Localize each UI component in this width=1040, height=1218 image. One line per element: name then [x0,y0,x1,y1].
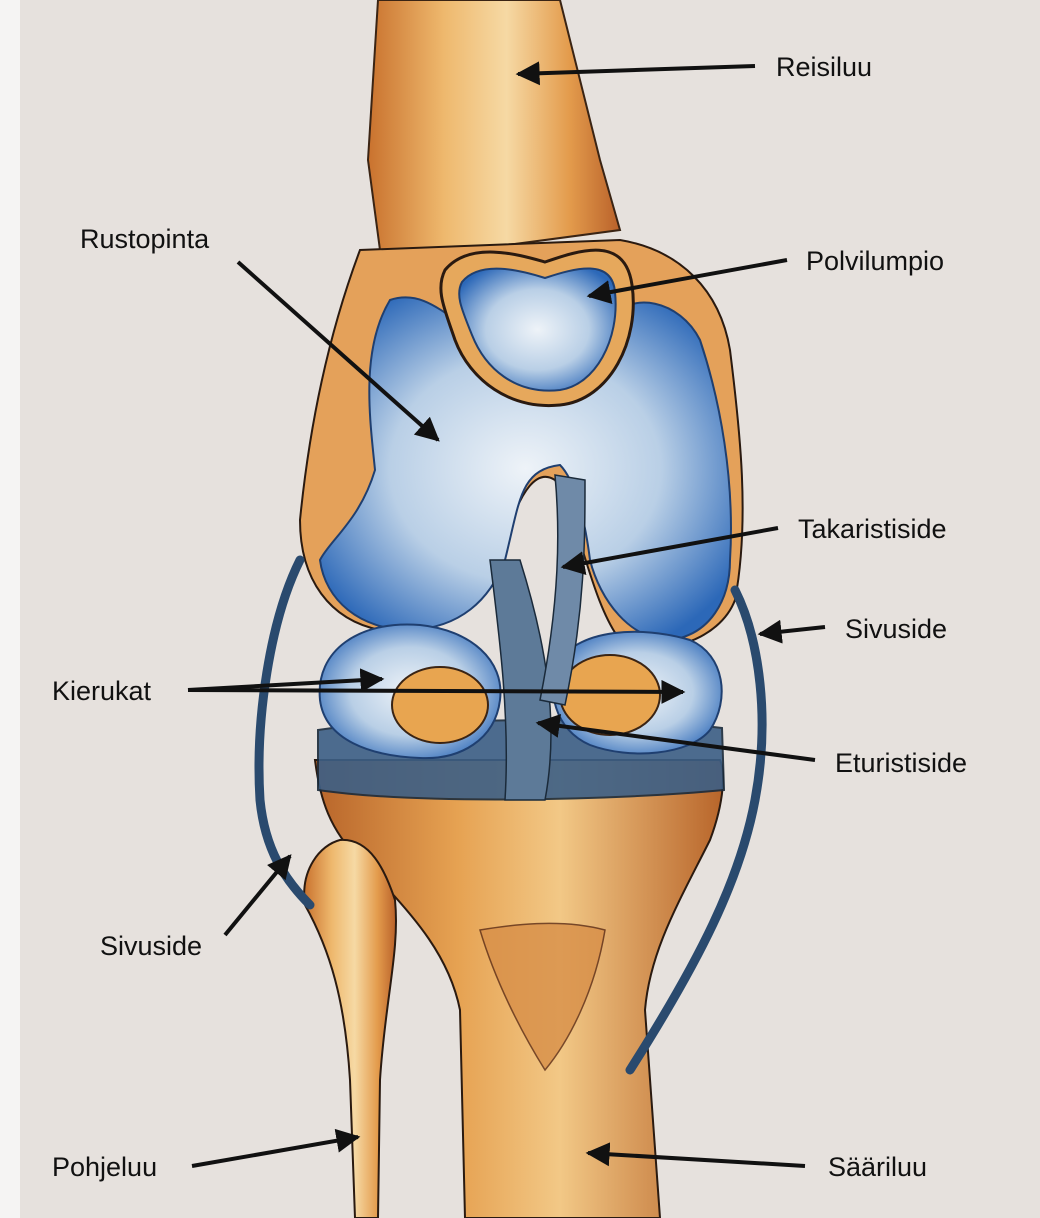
label-polvilumpio: Polvilumpio [806,246,944,276]
page-margin [0,0,20,1218]
label-eturistiside: Eturistiside [835,748,967,778]
label-takaristiside: Takaristiside [798,514,947,544]
label-pohjeluu: Pohjeluu [52,1152,157,1182]
label-sivuside-left: Sivuside [100,931,202,961]
meniscus-medial-center [560,655,660,735]
label-sivuside-right: Sivuside [845,614,947,644]
label-reisiluu: Reisiluu [776,52,872,82]
meniscus-lateral-center [392,667,488,743]
label-saariluu: Sääriluu [828,1152,927,1182]
label-kierukat: Kierukat [52,676,152,706]
label-rustopinta: Rustopinta [80,224,210,254]
arrow-kierukat-2 [188,690,683,692]
